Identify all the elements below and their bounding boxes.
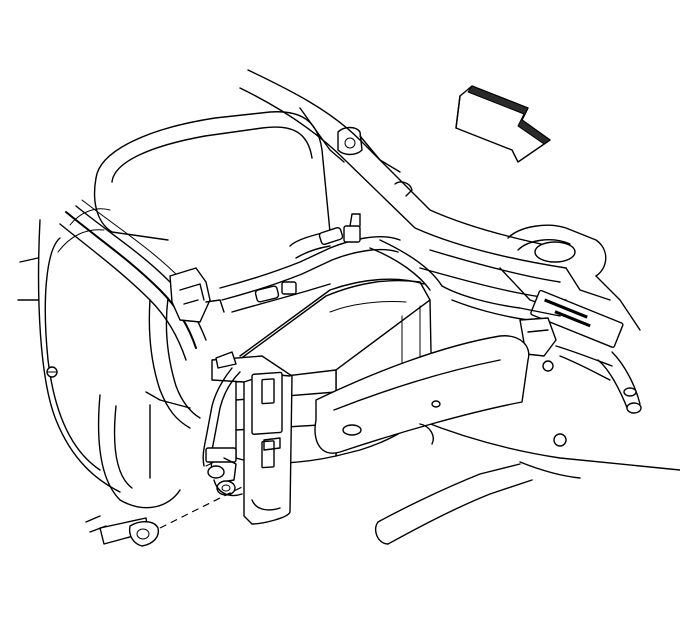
bracket-slot-lower: [261, 440, 275, 469]
clip-bolt: [542, 360, 554, 372]
canister-fittings: [202, 367, 243, 497]
hose-connector-upper: [318, 213, 361, 246]
fastener-bolt: [85, 485, 245, 547]
frame-bolt: [553, 433, 567, 447]
hose-end-fitting: [207, 465, 225, 479]
fuel-tank: [17, 111, 331, 509]
hose-clip-left: [169, 267, 225, 323]
bolt-centerline: [159, 485, 245, 529]
mounting-bracket: [211, 351, 293, 525]
id-plate: [530, 289, 624, 348]
hose-connector-mid: [254, 281, 297, 303]
frame-hole: [534, 241, 576, 263]
tank-strap: [314, 335, 530, 454]
bracket-slot-upper: [261, 378, 275, 405]
lower-frame-rail: [374, 351, 680, 545]
direction-arrow-icon: [455, 85, 551, 163]
frame-crossmember: [239, 69, 641, 331]
